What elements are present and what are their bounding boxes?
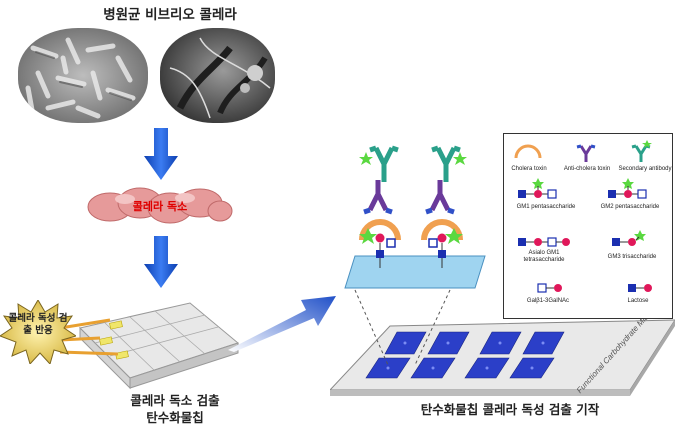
chip-caption: 콜레라 독소 검출 탄수화물칩 — [90, 392, 260, 426]
arrow-diagonal — [228, 296, 336, 352]
pathogen-title: 병원균 비브리오 콜레라 — [103, 7, 237, 23]
legend-galb1-3galnac: Galβ1-3GalNAc — [526, 298, 570, 304]
arrow-down-1 — [144, 128, 178, 180]
micrograph-bacteria-right — [160, 28, 275, 123]
legend-anti-cholera-toxin: Anti-cholera toxin — [563, 166, 611, 172]
legend-lactose: Lactose — [627, 298, 649, 304]
legend-asialo-gm1: Asialo GM1 tetrasaccharide — [523, 250, 565, 263]
legend-gm2: GM2 pentasaccharide — [600, 204, 660, 210]
arrow-down-2 — [144, 236, 178, 288]
chip-caption-line2: 탄수화물칩 — [146, 410, 204, 425]
zoom-lines — [354, 289, 451, 366]
carbohydrate-chip-device — [60, 302, 240, 390]
toxin-label: 콜레라 독소 — [132, 200, 188, 213]
legend-gm1: GM1 pentasaccharide — [516, 204, 576, 210]
detection-mechanism — [344, 145, 486, 289]
microarray-slide — [330, 319, 675, 396]
legend-secondary-antibody: Secondary antibody — [618, 166, 672, 172]
legend-gm3: GM3 trisaccharide — [607, 254, 657, 260]
reaction-starburst — [0, 300, 76, 364]
mechanism-caption: 탄수화물칩 콜레라 독성 검출 기작 — [420, 402, 600, 417]
cholera-toxin-illustration — [87, 187, 233, 224]
legend-cholera-toxin: Cholera toxin — [511, 166, 547, 172]
legend-box: Cholera toxin Anti-cholera toxin Seconda… — [503, 133, 673, 319]
micrograph-bacteria-left — [18, 28, 148, 123]
chip-caption-line1: 콜레라 독소 검출 — [130, 393, 220, 408]
reaction-label: 콜레라 독성 검출 반응 — [8, 313, 68, 336]
